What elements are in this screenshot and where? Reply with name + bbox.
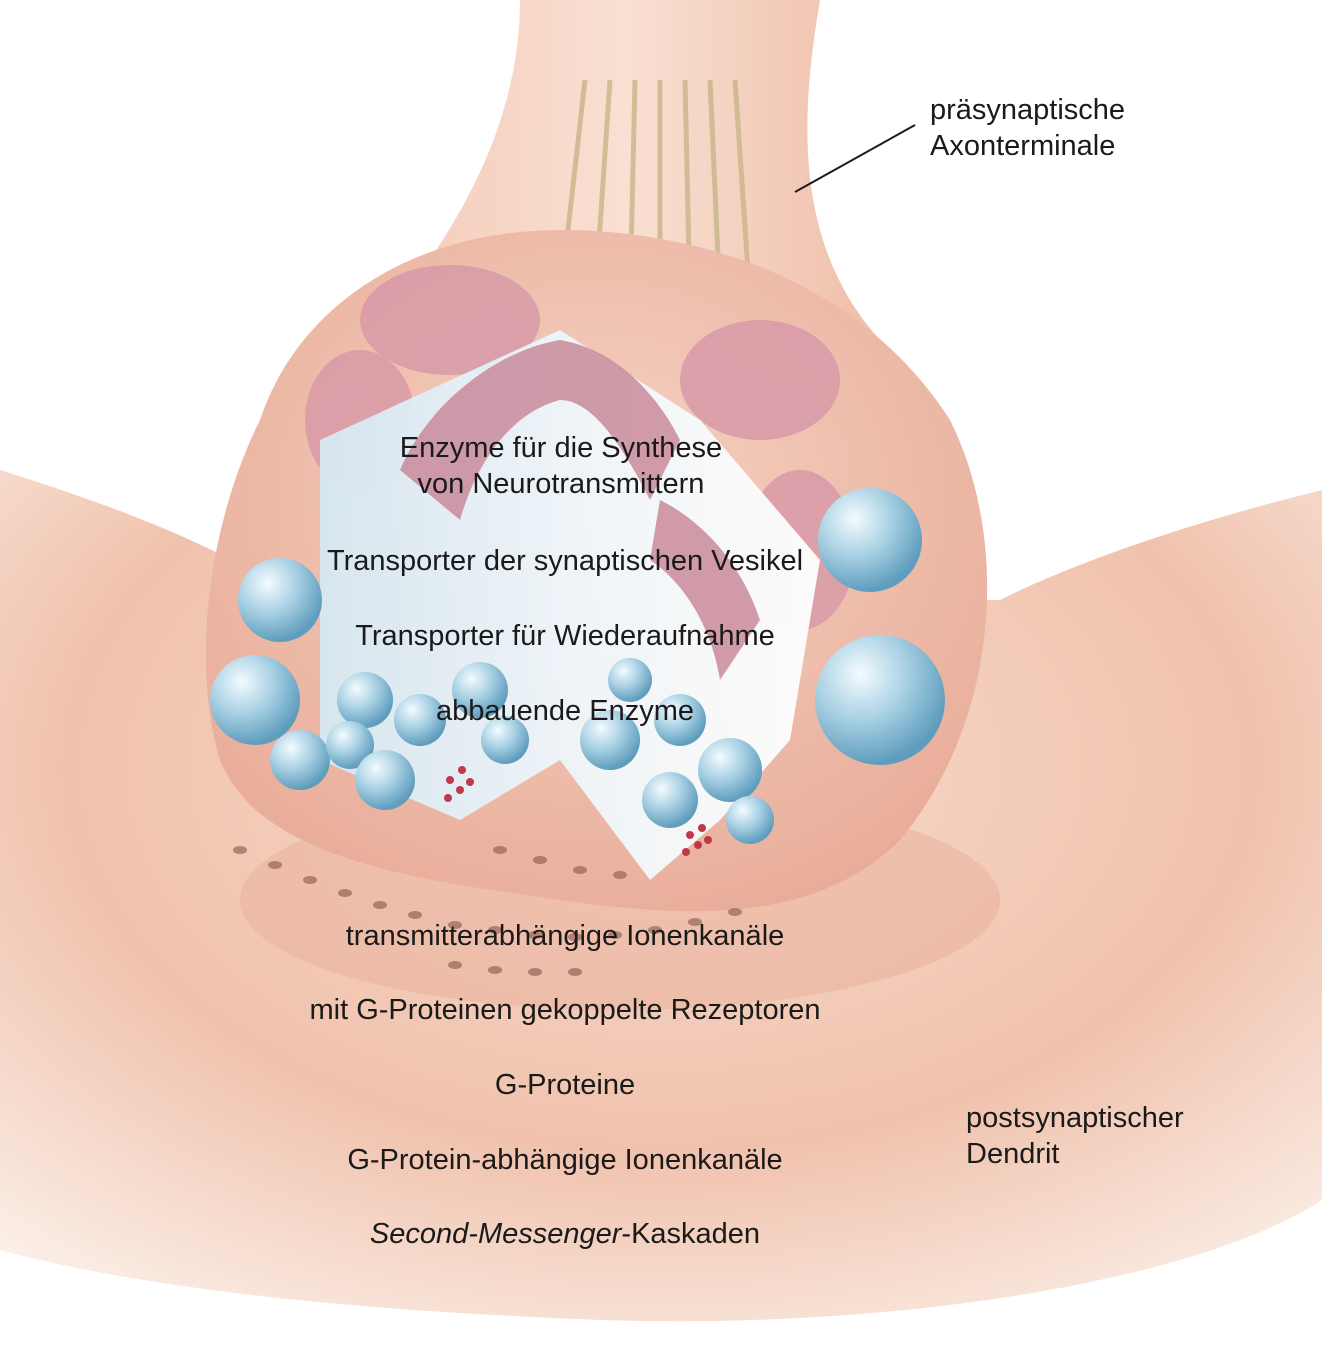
- g-protein-channels-label: G-Protein-abhängige Ionenkanäle: [347, 1144, 783, 1176]
- gpcr-label: mit G-Proteinen gekoppelte Rezeptoren: [309, 994, 821, 1026]
- degrading-enzymes-label: abbauende Enzyme: [436, 695, 694, 727]
- enzymes-synthesis-line2: von Neurotransmittern: [417, 468, 705, 500]
- presynaptic-label-line2: Axonterminale: [930, 130, 1116, 162]
- vesicle-transporter-label: Transporter der synaptischen Vesikel: [326, 545, 804, 577]
- g-proteins-label: G-Proteine: [494, 1069, 636, 1101]
- mitochondrion-cut: [400, 340, 680, 520]
- second-messenger-label: Second-Messenger-Kaskaden: [370, 1216, 760, 1252]
- postsynaptic-label-line2: Dendrit: [966, 1138, 1060, 1170]
- presynaptic-label: präsynaptische Axonterminale: [930, 92, 1125, 164]
- postsynaptic-label: postsynaptischer Dendrit: [966, 1100, 1184, 1172]
- synaptic-vesicles: [210, 488, 945, 844]
- presynaptic-leader-line: [794, 124, 916, 193]
- enzymes-synthesis-line1: Enzyme für die Synthese: [399, 432, 723, 464]
- second-messenger-rest: -Kaskaden: [621, 1218, 761, 1250]
- mitochondrion-cut-2: [650, 500, 760, 680]
- release-sites: [444, 766, 712, 856]
- second-messenger-italic: Second-Messenger: [369, 1218, 622, 1250]
- ligand-gated-channels-label: transmitterabhängige Ionenkanäle: [345, 920, 785, 952]
- presynaptic-label-line1: präsynaptische: [930, 94, 1126, 126]
- enzymes-synthesis-label: Enzyme für die Synthese von Neurotransmi…: [400, 430, 722, 502]
- postsynaptic-label-line1: postsynaptischer: [966, 1102, 1184, 1134]
- postsynaptic-receptors: [233, 846, 742, 976]
- reuptake-transporter-label: Transporter für Wiederaufnahme: [355, 620, 775, 652]
